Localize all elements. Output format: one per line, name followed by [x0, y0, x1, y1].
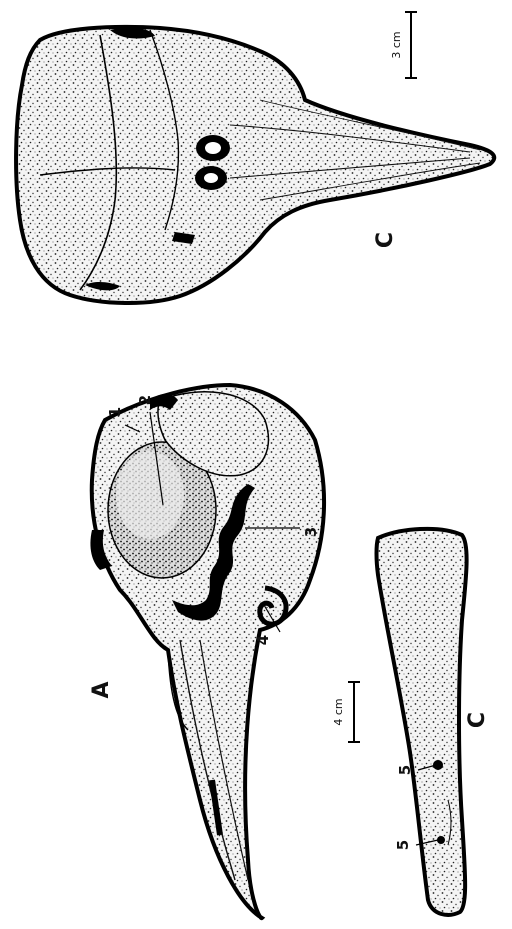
skull-dorsal-outline [16, 27, 494, 303]
scale-bar-top: 3 cm [390, 12, 417, 78]
callout-1: 1 [106, 407, 124, 417]
skull-dorsal-view [16, 27, 494, 303]
callout-4: 4 [254, 635, 272, 645]
scale-bar-bottom: 4 cm [332, 682, 360, 742]
panel-c-bottom-label: C [465, 712, 490, 728]
scale-label-top: 3 cm [390, 31, 403, 58]
callout-5b: 5 [394, 840, 412, 850]
mandible-view [377, 529, 467, 915]
scale-label-bottom: 4 cm [332, 698, 345, 725]
mandible-outline [377, 529, 467, 915]
callout-5a: 5 [396, 765, 414, 775]
callout-3: 3 [302, 527, 320, 537]
panel-a-label: A [89, 681, 114, 698]
callout-2: 2 [136, 395, 154, 405]
panel-c-top-label: C [373, 232, 398, 248]
skull-lateral-view [90, 385, 324, 918]
